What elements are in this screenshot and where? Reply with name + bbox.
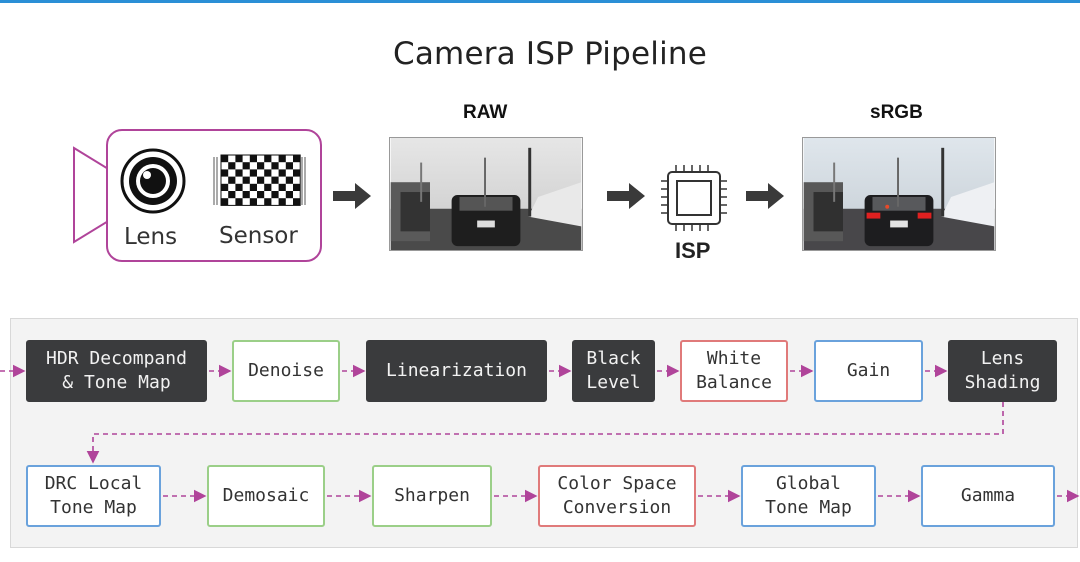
raw-label: RAW — [463, 102, 508, 123]
stage-global-tone-map: Global Tone Map — [741, 465, 876, 527]
top-accent-line — [0, 0, 1080, 3]
stage-black-level: Black Level — [572, 340, 655, 402]
srgb-label: sRGB — [870, 102, 923, 123]
sensor-label: Sensor — [219, 223, 298, 249]
arrow-right-icon — [607, 183, 645, 209]
stage-hdr-decompand-tone-map: HDR Decompand & Tone Map — [26, 340, 207, 402]
stage-gain: Gain — [814, 340, 923, 402]
stage-gamma: Gamma — [921, 465, 1055, 527]
stage-color-space-conversion: Color Space Conversion — [538, 465, 696, 527]
stage-sharpen: Sharpen — [372, 465, 492, 527]
diagram-title: Camera ISP Pipeline — [393, 36, 707, 72]
arrow-right-icon — [333, 183, 371, 209]
isp-label: ISP — [675, 238, 711, 263]
srgb-image — [802, 137, 996, 251]
stage-linearization: Linearization — [366, 340, 547, 402]
stage-lens-shading: Lens Shading — [948, 340, 1057, 402]
stage-denoise: Denoise — [232, 340, 340, 402]
lens-label: Lens — [124, 224, 178, 250]
lens-icon — [120, 148, 186, 214]
arrow-right-icon — [746, 183, 784, 209]
isp-chip-icon — [661, 165, 727, 231]
stage-drc-local-tone-map: DRC Local Tone Map — [26, 465, 161, 527]
raw-image — [389, 137, 583, 251]
connector-wrap-arrow — [86, 402, 1004, 464]
stage-demosaic: Demosaic — [207, 465, 325, 527]
stage-white-balance: White Balance — [680, 340, 788, 402]
sensor-icon — [213, 154, 306, 206]
